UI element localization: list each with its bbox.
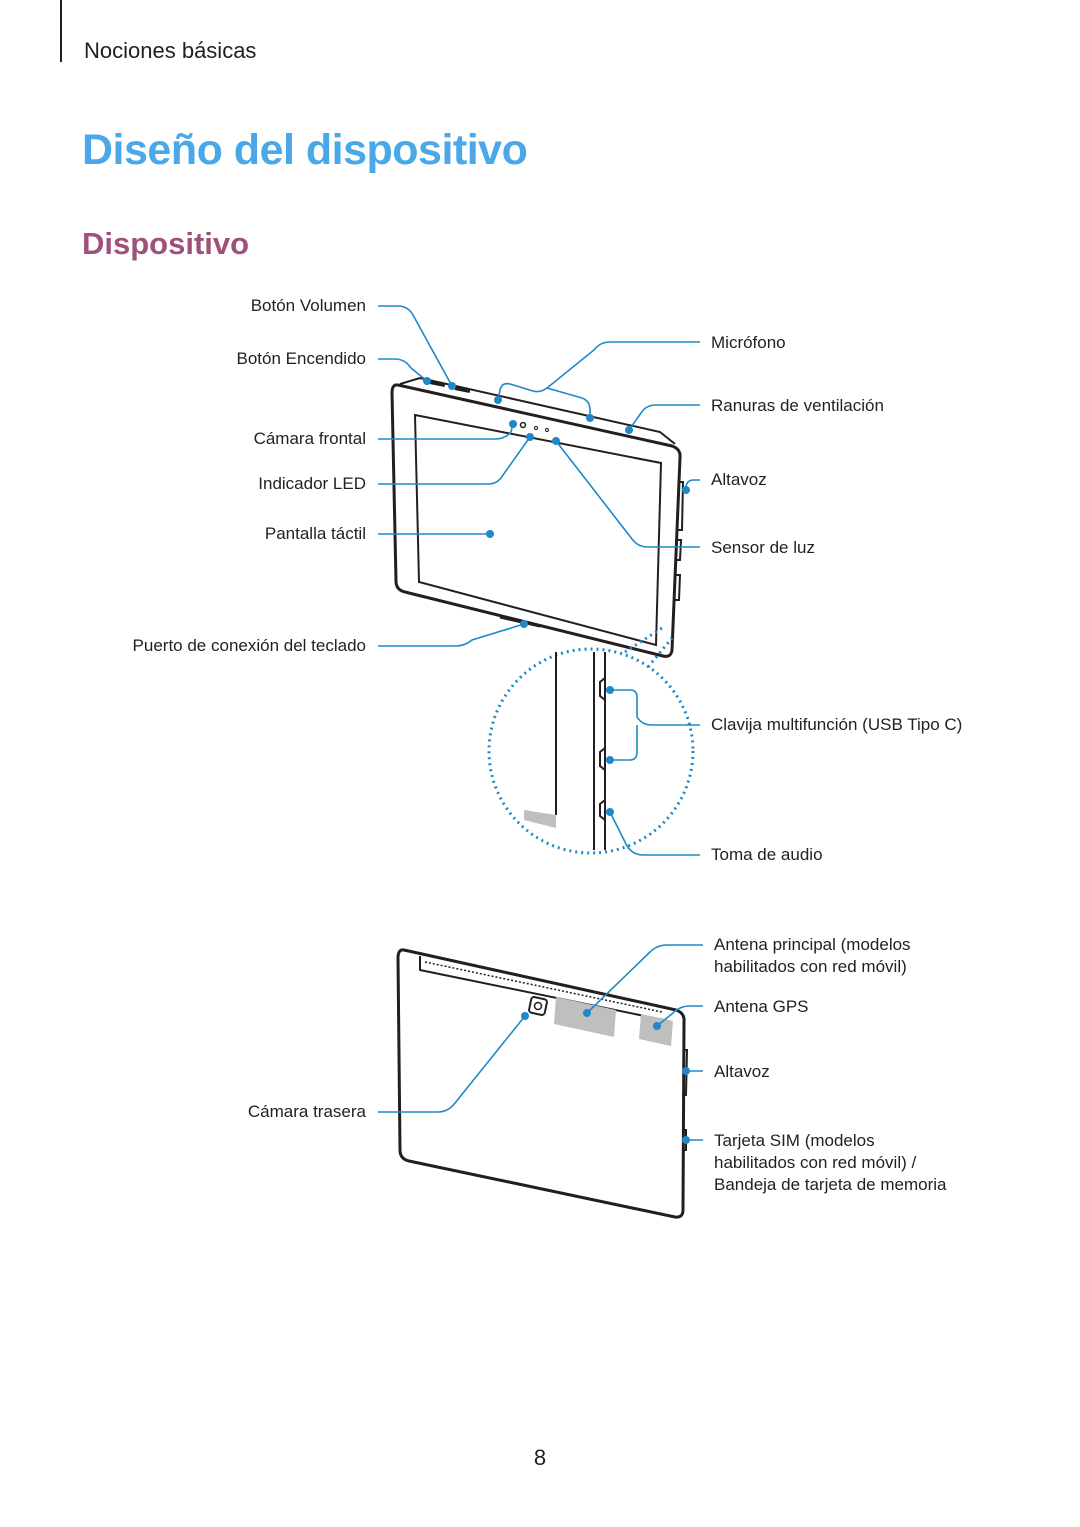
zoom-detail	[487, 626, 695, 855]
label-sim-line2: habilitados con red móvil) /	[714, 1153, 917, 1172]
front-tablet-illustration	[390, 376, 685, 658]
label-microphone: Micrófono	[711, 333, 786, 352]
label-light-sensor: Sensor de luz	[711, 538, 815, 557]
label-keyboard-port: Puerto de conexión del teclado	[132, 636, 366, 655]
callout-dots	[423, 377, 690, 1144]
label-volume-button: Botón Volumen	[250, 296, 366, 315]
section-header: Nociones básicas	[84, 38, 257, 63]
back-tablet-illustration	[396, 948, 689, 1219]
label-gps-antenna: Antena GPS	[714, 997, 809, 1016]
label-speaker-back: Altavoz	[714, 1062, 770, 1081]
callout-lines	[378, 305, 703, 1141]
page-title: Diseño del dispositivo	[82, 126, 528, 174]
label-touchscreen: Pantalla táctil	[264, 524, 366, 543]
label-usb-port: Clavija multifunción (USB Tipo C)	[711, 715, 963, 734]
label-rear-camera: Cámara trasera	[247, 1102, 366, 1121]
section-subtitle: Dispositivo	[82, 226, 250, 261]
label-vents: Ranuras de ventilación	[711, 396, 884, 415]
label-power-button: Botón Encendido	[236, 349, 367, 368]
label-front-camera: Cámara frontal	[253, 429, 366, 448]
header-rule	[60, 0, 62, 62]
label-main-antenna-line2: habilitados con red móvil)	[714, 957, 907, 976]
label-speaker-front: Altavoz	[711, 470, 767, 489]
label-sim-line3: Bandeja de tarjeta de memoria	[714, 1175, 947, 1194]
label-sim-line1: Tarjeta SIM (modelos	[714, 1131, 875, 1150]
label-audio-jack: Toma de audio	[711, 845, 823, 864]
label-led-indicator: Indicador LED	[258, 474, 366, 493]
page-number: 8	[533, 1445, 547, 1470]
label-main-antenna-line1: Antena principal (modelos	[714, 935, 911, 954]
